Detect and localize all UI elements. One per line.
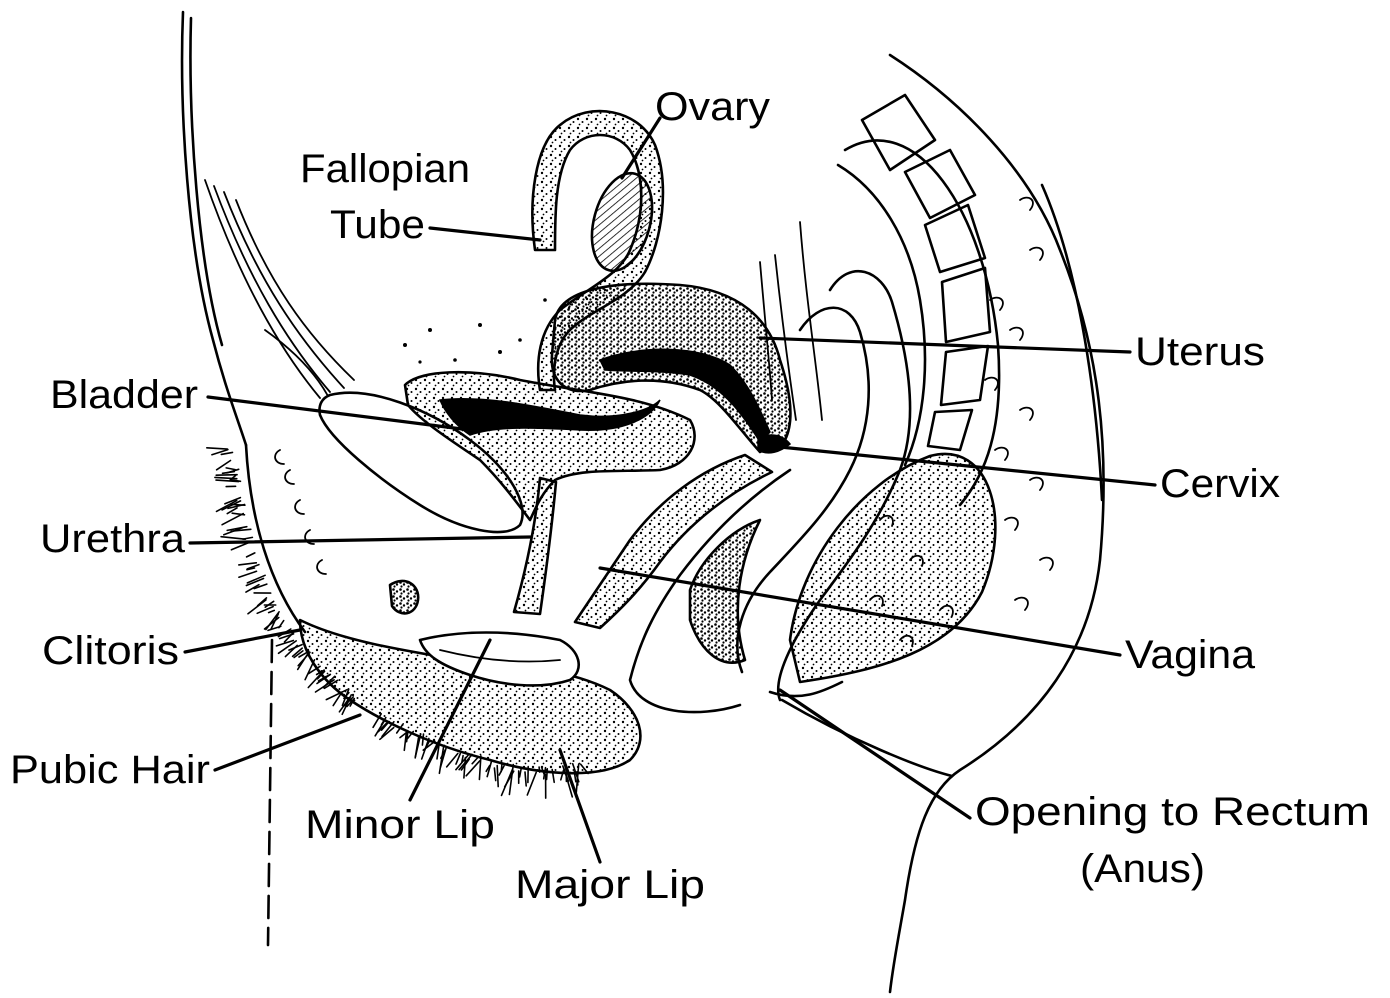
hair-stroke	[497, 766, 498, 787]
leader-line-clitoris	[185, 630, 300, 652]
leader-line-opening-to-rectum	[780, 690, 970, 818]
hair-stroke	[501, 764, 502, 772]
label-clitoris: Clitoris	[42, 629, 179, 673]
hair-stroke	[207, 448, 228, 449]
label-major-lip: Major Lip	[515, 863, 705, 907]
hair-stroke	[539, 767, 540, 772]
hair-stroke	[447, 754, 458, 767]
leader-line-pubic-hair	[215, 715, 360, 770]
label-opening-to-rectum-line2: (Anus)	[1080, 847, 1205, 891]
hair-stroke	[305, 660, 314, 680]
hair-stroke	[216, 475, 237, 476]
label-minor-lip: Minor Lip	[305, 803, 495, 847]
hair-stroke	[247, 553, 255, 557]
label-fallopian-tube-line2: Tube	[330, 203, 425, 247]
hair-stroke	[547, 769, 548, 780]
hair-stroke	[221, 452, 232, 454]
hair-stroke	[239, 571, 257, 577]
background-flecks	[403, 298, 547, 363]
label-uterus: Uterus	[1135, 330, 1265, 374]
hair-stroke	[243, 537, 252, 539]
label-opening-to-rectum-line1: Opening to Rectum	[975, 790, 1370, 834]
leader-line-urethra	[190, 537, 530, 543]
label-urethra: Urethra	[40, 517, 186, 561]
hair-stroke	[407, 733, 408, 742]
rectum	[737, 198, 1053, 776]
hair-stroke	[509, 765, 513, 795]
hair-stroke	[269, 610, 275, 612]
hair-stroke	[239, 563, 256, 565]
hair-stroke	[226, 468, 235, 470]
hair-stroke	[525, 772, 526, 786]
vagina	[575, 455, 790, 712]
hair-stroke	[248, 600, 266, 614]
hair-stroke	[422, 734, 423, 745]
hair-stroke	[479, 756, 481, 780]
label-ovary: Ovary	[655, 85, 770, 129]
label-fallopian-tube-line1: Fallopian	[300, 147, 470, 191]
hair-stroke	[221, 537, 245, 540]
label-pubic-hair: Pubic Hair	[10, 748, 210, 792]
hair-stroke	[494, 768, 495, 781]
leader-line-fallopian-tube	[430, 228, 540, 240]
label-cervix: Cervix	[1160, 462, 1280, 506]
hair-stroke	[222, 514, 243, 525]
label-bladder: Bladder	[50, 373, 198, 417]
label-vagina: Vagina	[1125, 633, 1256, 677]
clitoris	[390, 581, 418, 613]
